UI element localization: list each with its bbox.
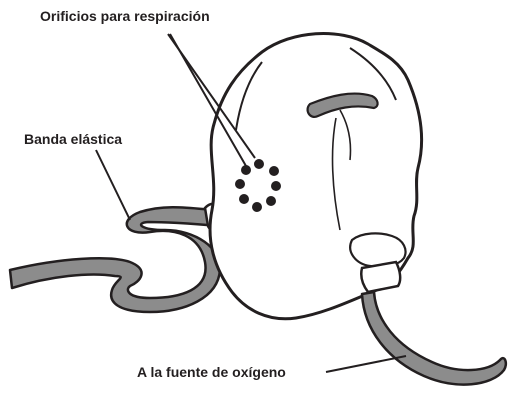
elastic-band-label: Banda elástica xyxy=(24,131,122,147)
breathing-hole xyxy=(254,159,264,169)
elastic-band xyxy=(10,207,220,312)
leader-line-oxygen-source xyxy=(326,356,406,372)
breathing-holes-label: Orificios para respiración xyxy=(40,8,210,24)
breathing-hole xyxy=(271,181,281,191)
breathing-hole xyxy=(235,179,245,189)
breathing-hole xyxy=(269,166,279,176)
oxygen-tube xyxy=(362,292,506,385)
oxygen-source-label: A la fuente de oxígeno xyxy=(137,364,286,380)
breathing-hole xyxy=(239,194,249,204)
breathing-hole xyxy=(252,202,262,212)
leader-line-elastic-band xyxy=(96,150,130,220)
breathing-hole xyxy=(241,165,251,175)
tube-connector xyxy=(361,262,400,292)
breathing-hole xyxy=(266,196,276,206)
